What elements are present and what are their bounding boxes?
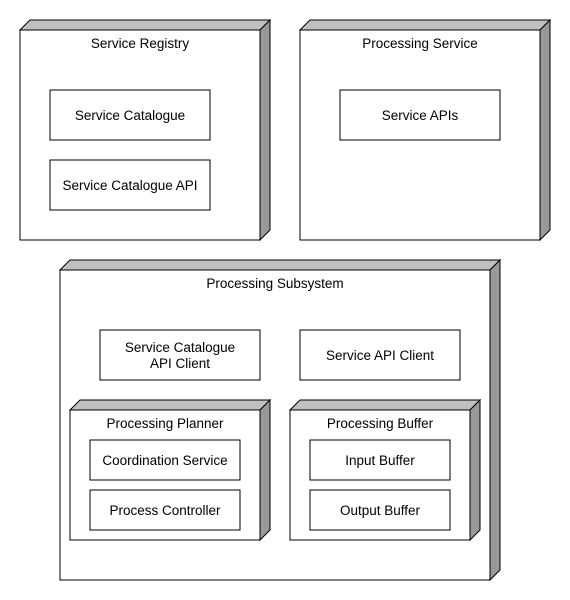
processing-service-title: Processing Service bbox=[362, 36, 478, 51]
processing-subsystem-title: Processing Subsystem bbox=[206, 276, 343, 291]
service-catalogue-api-client-component: Service Catalogue API Client bbox=[99, 329, 261, 381]
processing-planner-title: Processing Planner bbox=[106, 416, 224, 431]
service-catalogue-label: Service Catalogue bbox=[75, 108, 185, 123]
service-catalogue-api-component: Service Catalogue API bbox=[49, 159, 211, 211]
process-controller-component: Process Controller bbox=[89, 489, 241, 531]
catalogue-api-client-label-line2: API Client bbox=[150, 356, 210, 371]
output-buffer-component: Output Buffer bbox=[309, 489, 451, 531]
process-controller-label: Process Controller bbox=[109, 503, 221, 518]
input-buffer-component: Input Buffer bbox=[309, 439, 451, 481]
service-api-client-label: Service API Client bbox=[326, 348, 434, 363]
service-apis-label: Service APIs bbox=[382, 108, 459, 123]
output-buffer-label: Output Buffer bbox=[340, 503, 421, 518]
processing-buffer-title: Processing Buffer bbox=[327, 416, 434, 431]
catalogue-api-client-label-line1: Service Catalogue bbox=[125, 340, 235, 355]
input-buffer-label: Input Buffer bbox=[345, 453, 415, 468]
service-catalogue-api-label: Service Catalogue API bbox=[62, 178, 197, 193]
service-registry-title: Service Registry bbox=[91, 36, 190, 51]
coordination-service-component: Coordination Service bbox=[89, 439, 241, 481]
service-apis-component: Service APIs bbox=[339, 89, 501, 141]
service-api-client-component: Service API Client bbox=[299, 329, 461, 381]
service-catalogue-component: Service Catalogue bbox=[49, 89, 211, 141]
coordination-service-label: Coordination Service bbox=[102, 453, 227, 468]
